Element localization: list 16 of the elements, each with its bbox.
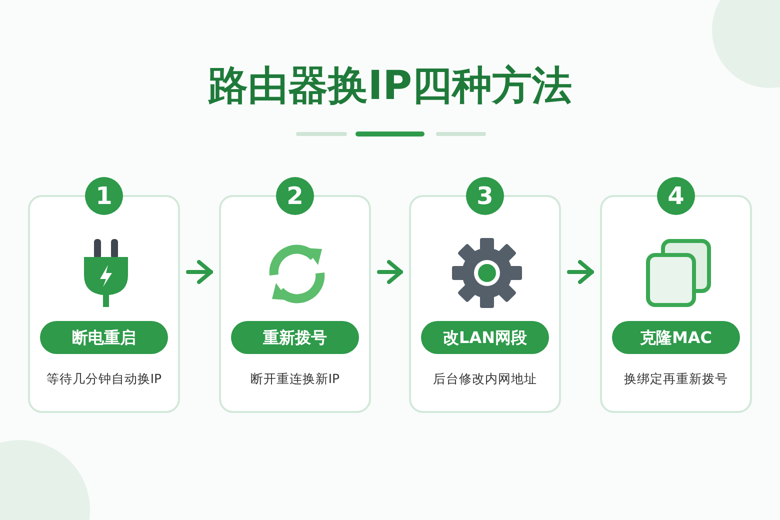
step-number-badge: 3 <box>466 177 504 215</box>
step-description: 换绑定再重新拨号 <box>623 371 729 388</box>
step-number-badge: 2 <box>276 177 314 215</box>
arrow <box>377 260 403 284</box>
title: 路由器换IP四种方法 <box>206 62 574 111</box>
arrow <box>567 260 594 284</box>
step-number-badge: 1 <box>85 177 123 215</box>
step-description: 后台修改内网地址 <box>432 371 538 388</box>
arrow <box>186 260 213 284</box>
step-label: 改LAN网段 <box>421 321 549 354</box>
step-description: 等待几分钟自动换IP <box>45 371 163 388</box>
step-label: 重新拨号 <box>231 321 359 354</box>
step-description: 断开重连换新IP <box>249 371 341 388</box>
step-number-badge: 4 <box>657 177 695 215</box>
step-label: 断电重启 <box>40 321 168 354</box>
step-label: 克隆MAC <box>612 321 740 354</box>
